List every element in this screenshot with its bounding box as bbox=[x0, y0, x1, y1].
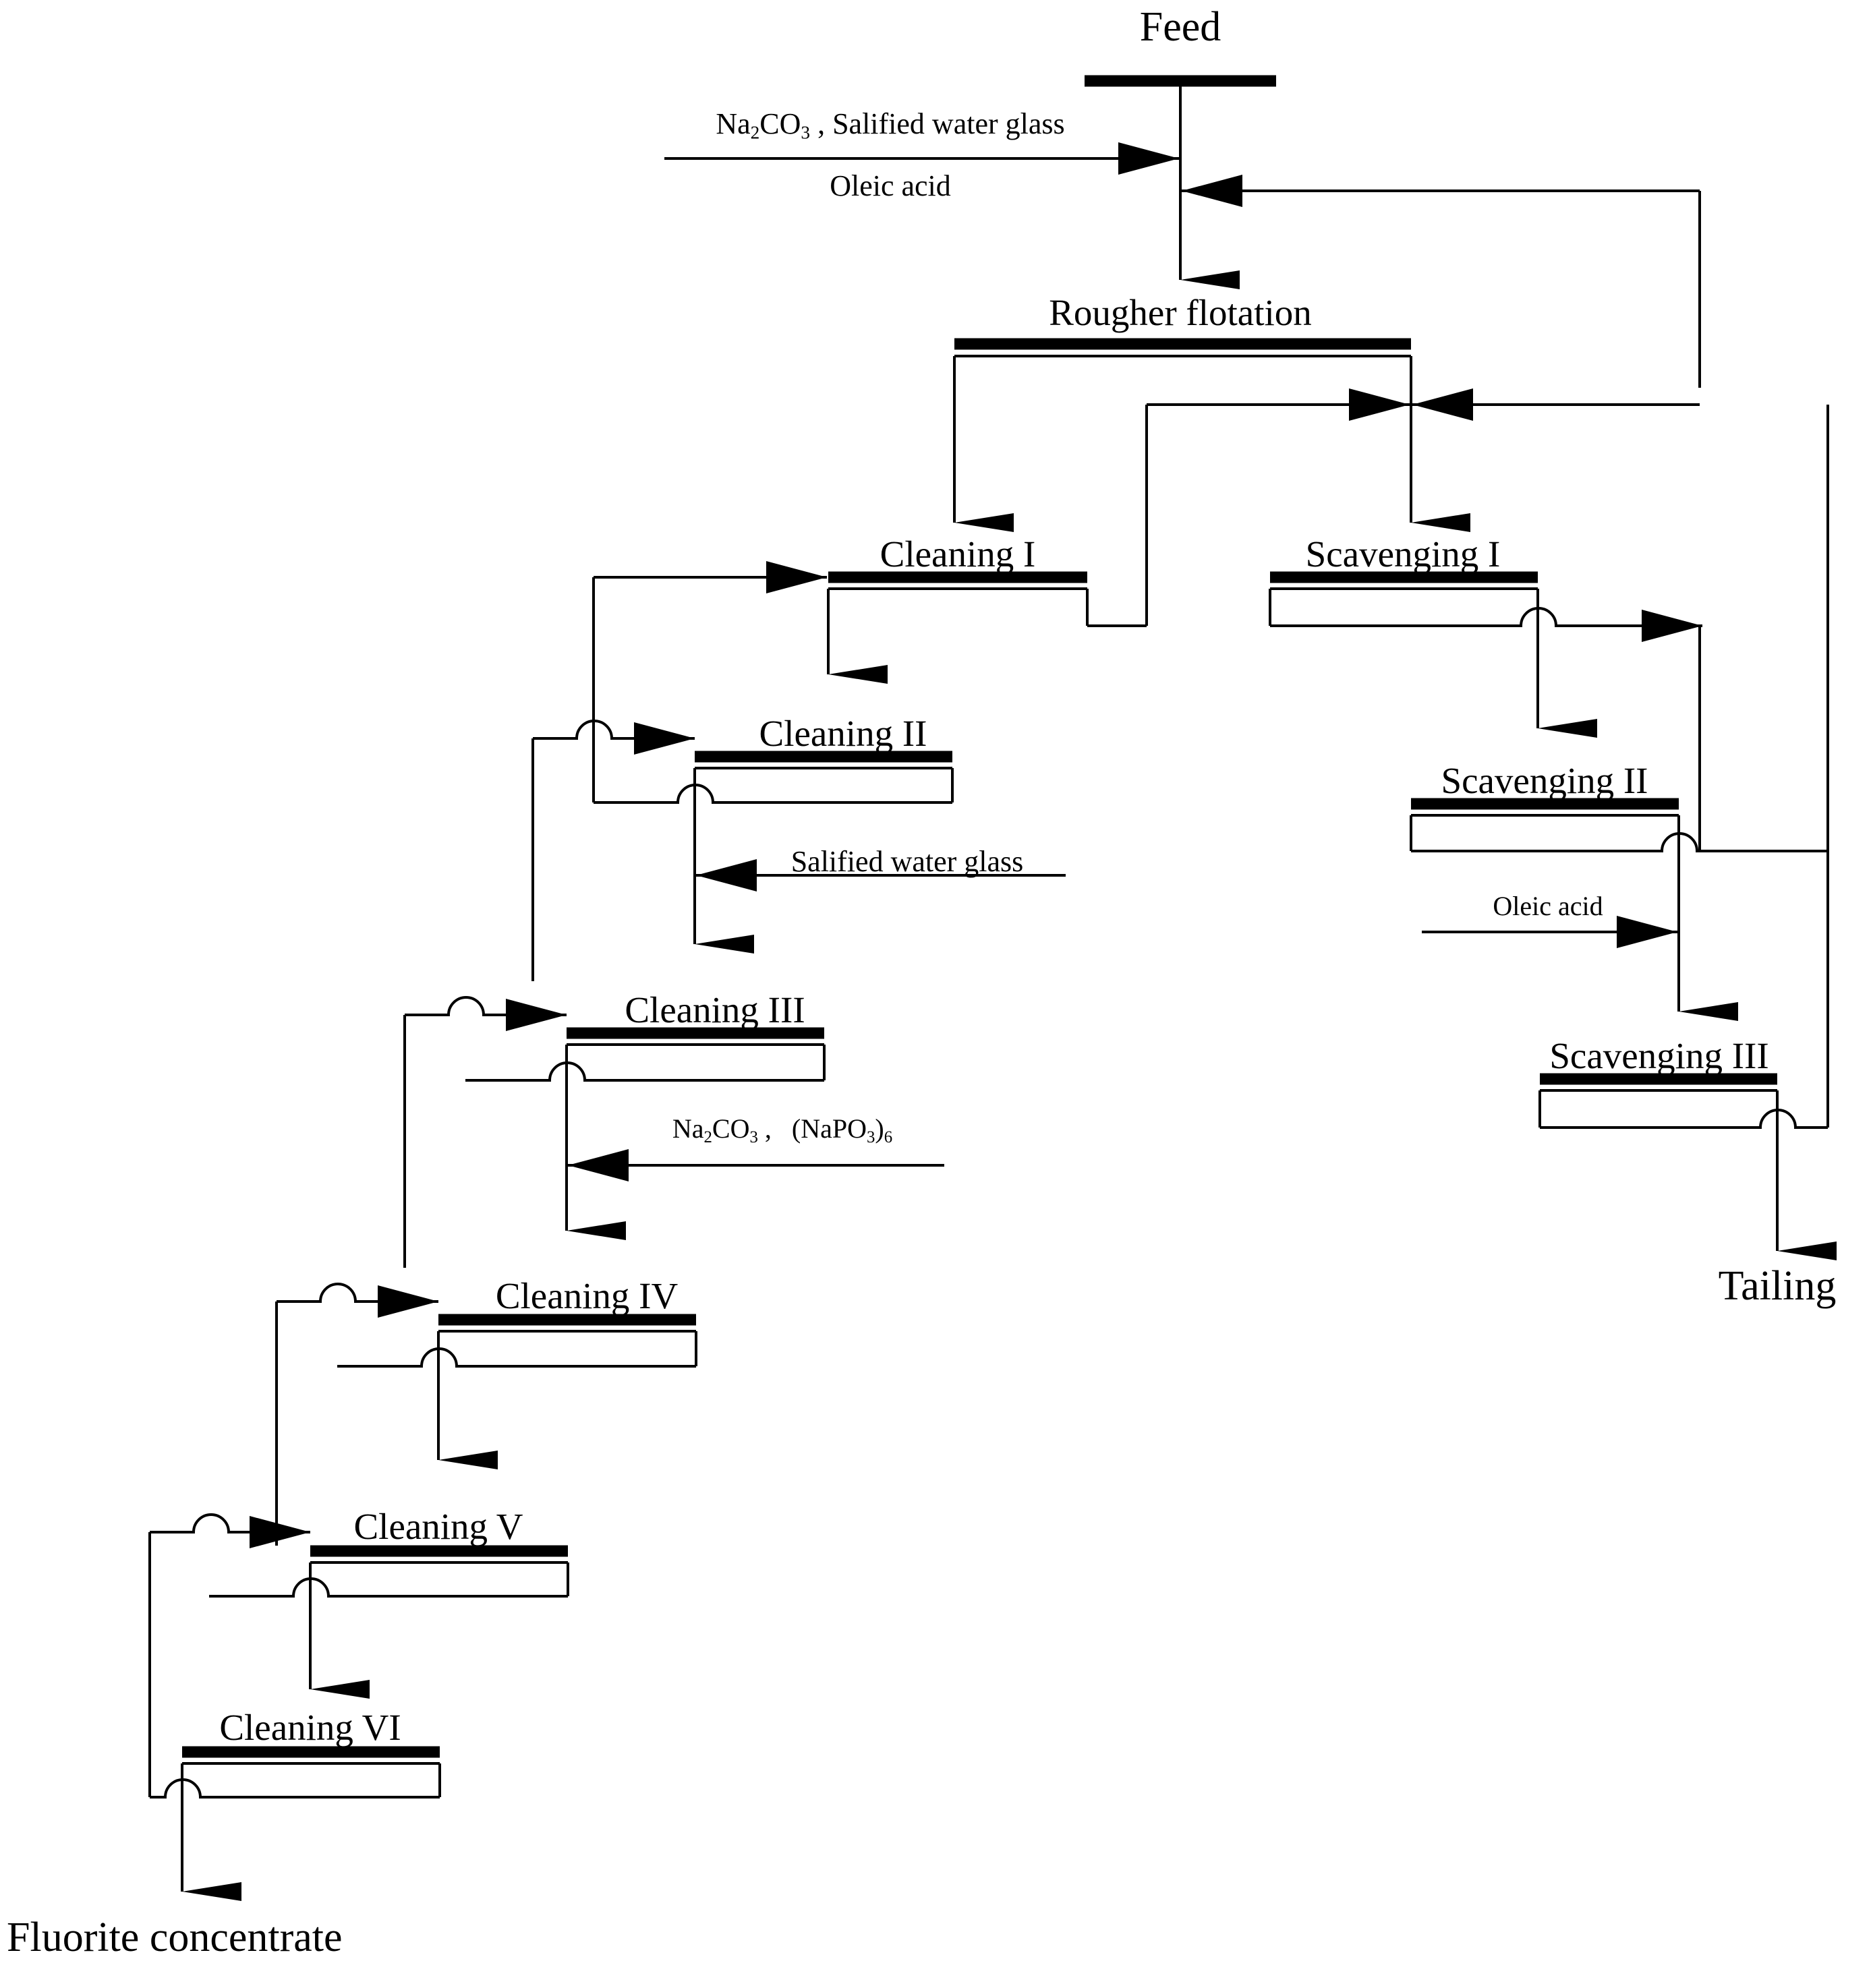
cleaning2-feed-hop bbox=[533, 720, 637, 740]
scavenging-3-cell bbox=[1538, 1073, 1828, 1129]
reagent-comma: , bbox=[757, 1113, 792, 1144]
fluorite-concentrate-label: Fluorite concentrate bbox=[7, 1914, 343, 1960]
rougher-flotation-label: Rougher flotation bbox=[1049, 292, 1312, 333]
reagent-formula-na2co3: Na2CO3 bbox=[716, 107, 811, 143]
cleaning-6-label: Cleaning VI bbox=[219, 1707, 401, 1748]
scavenging-1-cell bbox=[1269, 571, 1636, 627]
cleaning-3-reagent-label: Na2CO3 , (NaPO3)6 bbox=[672, 1113, 892, 1147]
cleaning-1-label: Cleaning I bbox=[880, 533, 1036, 575]
cleaning-3-label: Cleaning III bbox=[625, 989, 805, 1030]
reagent-formula-napo3-6: (NaPO3)6 bbox=[791, 1113, 893, 1146]
scavenging-1-label: Scavenging I bbox=[1305, 533, 1501, 575]
cleaning-5-label: Cleaning V bbox=[353, 1506, 523, 1547]
reagent-formula-na2co3-b: Na2CO3 bbox=[672, 1113, 758, 1146]
reagent-rest: , Salified water glass bbox=[810, 107, 1065, 140]
cleaning-4-cell bbox=[337, 1314, 697, 1368]
scavenging-2-label: Scavenging II bbox=[1441, 760, 1648, 801]
cleaning-2-label: Cleaning II bbox=[759, 713, 927, 754]
scavenging-2-reagent-label: Oleic acid bbox=[1493, 891, 1603, 921]
feed-reagent-bottom-label: Oleic acid bbox=[830, 169, 951, 202]
cleaning-4-label: Cleaning IV bbox=[495, 1275, 679, 1316]
cleaning5-feed-hop bbox=[150, 1513, 252, 1533]
scavenging-2-cell bbox=[1410, 798, 1828, 852]
cleaning3-feed-hop bbox=[405, 996, 509, 1016]
cleaning-2-reagent-label: Salified water glass bbox=[790, 845, 1024, 878]
cleaning-5-cell bbox=[209, 1545, 569, 1598]
tailing-label: Tailing bbox=[1718, 1263, 1837, 1309]
cleaning-1-cell bbox=[827, 571, 1147, 627]
scavenging-3-label: Scavenging III bbox=[1549, 1035, 1769, 1076]
feed-label: Feed bbox=[1139, 4, 1221, 50]
feed-reagent-top-label: Na2CO3 , Salified water glass bbox=[716, 107, 1064, 144]
cleaning-3-cell bbox=[465, 1027, 826, 1082]
rougher-flotation-cell bbox=[953, 338, 1412, 405]
cleaning-2-cell bbox=[594, 751, 954, 804]
cleaning-6-cell bbox=[150, 1746, 441, 1799]
cleaning4-feed-hop bbox=[277, 1283, 380, 1303]
